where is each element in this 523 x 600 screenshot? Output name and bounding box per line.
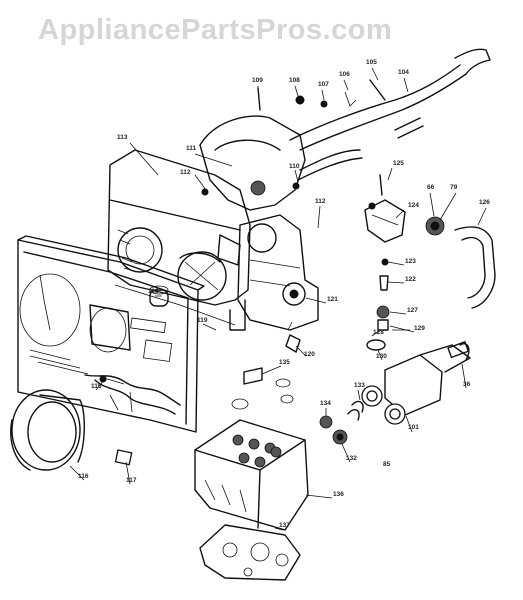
callout-130: 130: [376, 353, 387, 360]
callout-126: 126: [479, 199, 490, 206]
callout-110: 110: [289, 163, 300, 170]
callout-132: 132: [346, 455, 357, 462]
top-hoses: [201, 48, 491, 196]
callout-117: 117: [126, 477, 137, 484]
water-valve: [347, 341, 471, 425]
small-parts: [231, 321, 348, 445]
callout-128: 128: [373, 329, 384, 336]
callout-106: 106: [339, 71, 350, 78]
callout-112: 112: [180, 169, 191, 176]
callout-119: 119: [197, 317, 208, 324]
callout-127: 127: [407, 307, 418, 314]
callout-118: 118: [148, 288, 159, 295]
callout-134: 134: [320, 400, 331, 407]
console-panel: [17, 235, 205, 433]
callout-113: 113: [117, 134, 128, 141]
callout-109: 109: [252, 77, 263, 84]
callout-112: 112: [315, 198, 326, 205]
callout-136: 136: [333, 491, 344, 498]
callout-120: 120: [304, 351, 315, 358]
callout-36: 36: [463, 381, 471, 388]
callout-85: 85: [383, 461, 391, 468]
callout-108: 108: [289, 77, 300, 84]
control-housing: [107, 149, 251, 331]
callout-111: 111: [186, 145, 197, 152]
switch-block: [194, 419, 309, 581]
callout-101: 101: [408, 424, 419, 431]
callout-104: 104: [398, 69, 409, 76]
callout-79: 79: [450, 184, 458, 191]
callout-115: 115: [91, 383, 102, 390]
callout-124: 124: [408, 202, 419, 209]
watermark: AppliancePartsPros.com: [38, 14, 393, 46]
leader-lines: [69, 67, 487, 531]
callout-123: 123: [405, 258, 416, 265]
seal-ring: [10, 375, 133, 471]
callout-129: 129: [414, 325, 425, 332]
callout-122: 122: [405, 276, 416, 283]
callout-121: 121: [327, 296, 338, 303]
pump-parts: [364, 174, 496, 351]
callout-labels: 113 111 112 109 108 107 106 105 104 110 125 66 79 126…: [78, 59, 490, 529]
callout-105: 105: [366, 59, 377, 66]
callout-137: 137: [279, 522, 290, 529]
callout-116: 116: [78, 473, 89, 480]
callout-125: 125: [393, 160, 404, 167]
callout-66: 66: [427, 184, 435, 191]
callout-133: 133: [354, 382, 365, 389]
callout-135: 135: [279, 359, 290, 366]
callout-107: 107: [318, 81, 329, 88]
motor-assembly: [199, 115, 319, 331]
